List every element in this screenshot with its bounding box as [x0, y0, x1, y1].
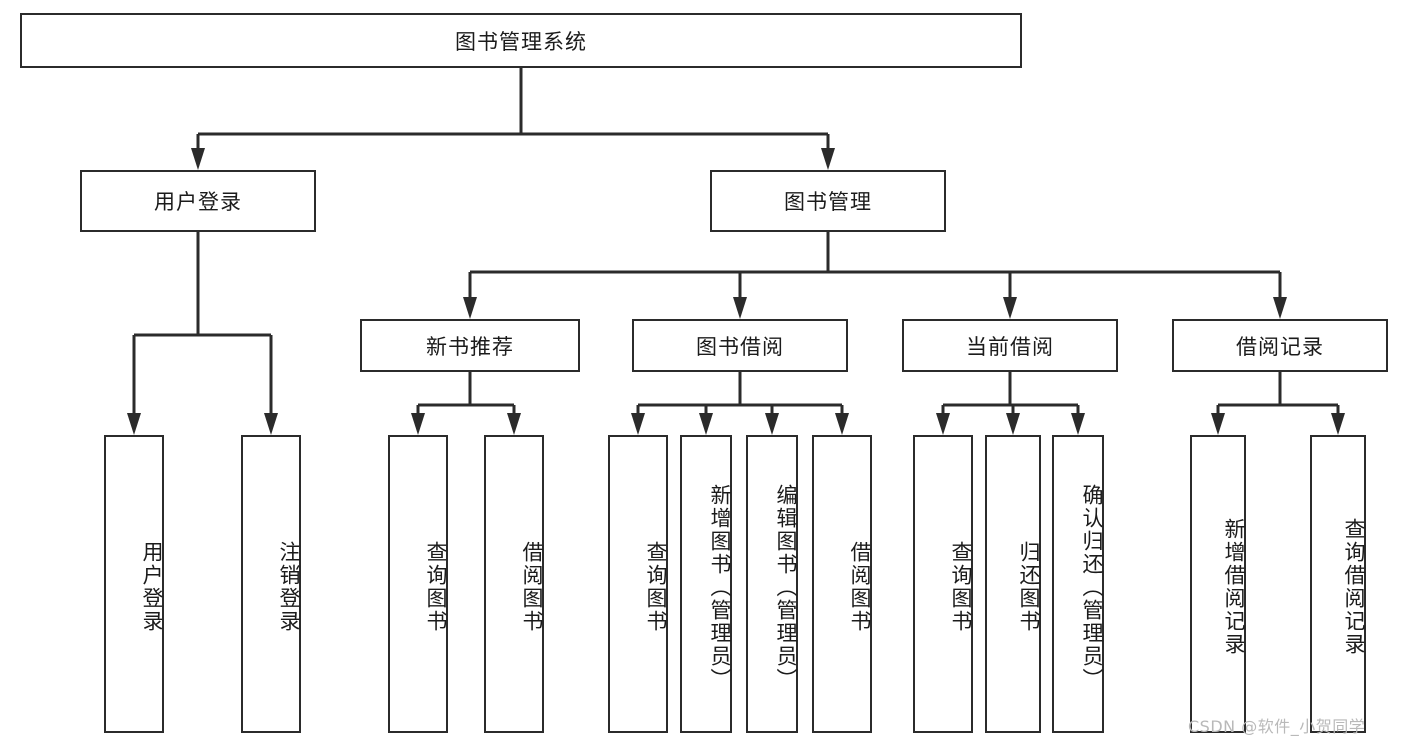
leaf-borrow-book-2[interactable]: 借阅图书 — [812, 435, 872, 733]
node-book-borrow[interactable]: 图书借阅 — [632, 319, 848, 372]
leaf-borrow-book-1[interactable]: 借阅图书 — [484, 435, 544, 733]
leaf-logout-login[interactable]: 注销登录 — [241, 435, 301, 733]
leaf-confirm-return-admin[interactable]: 确认归还（管理员） — [1052, 435, 1104, 733]
leaf-query-book-2[interactable]: 查询图书 — [608, 435, 668, 733]
leaf-query-book-1[interactable]: 查询图书 — [388, 435, 448, 733]
node-borrow-records[interactable]: 借阅记录 — [1172, 319, 1388, 372]
leaf-query-borrow-record[interactable]: 查询借阅记录 — [1310, 435, 1366, 733]
leaf-user-login[interactable]: 用户登录 — [104, 435, 164, 733]
leaf-return-book[interactable]: 归还图书 — [985, 435, 1041, 733]
leaf-add-borrow-record[interactable]: 新增借阅记录 — [1190, 435, 1246, 733]
leaf-add-book-admin[interactable]: 新增图书（管理员） — [680, 435, 732, 733]
leaf-edit-book-admin[interactable]: 编辑图书（管理员） — [746, 435, 798, 733]
csdn-watermark: CSDN @软件_小贺同学 — [1188, 717, 1366, 736]
node-new-book-recommend[interactable]: 新书推荐 — [360, 319, 580, 372]
node-current-borrow[interactable]: 当前借阅 — [902, 319, 1118, 372]
node-book-management[interactable]: 图书管理 — [710, 170, 946, 232]
leaf-query-book-3[interactable]: 查询图书 — [913, 435, 973, 733]
node-book-management-system[interactable]: 图书管理系统 — [20, 13, 1022, 68]
node-user-login[interactable]: 用户登录 — [80, 170, 316, 232]
